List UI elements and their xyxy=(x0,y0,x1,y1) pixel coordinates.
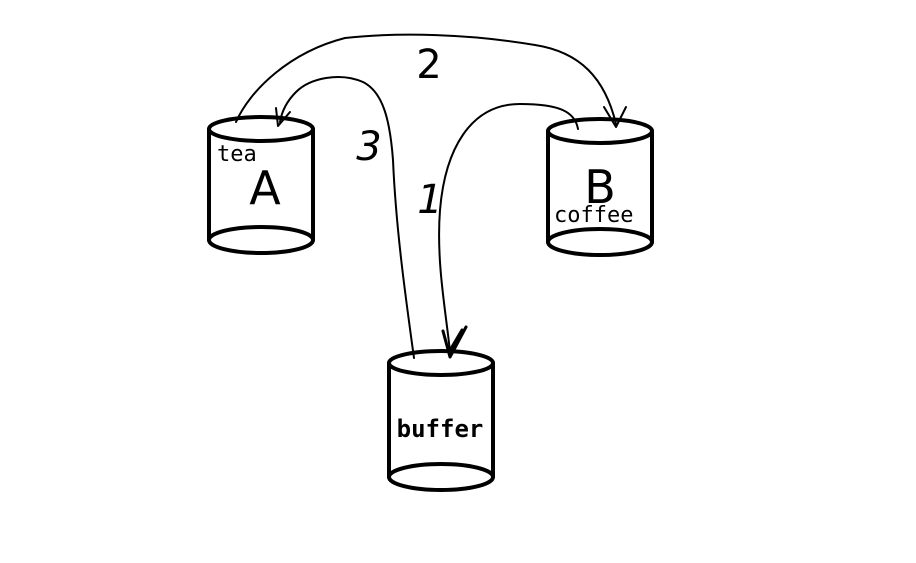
container-buffer-base xyxy=(387,462,495,492)
container-b: B coffee xyxy=(546,117,654,257)
container-a: tea A xyxy=(207,115,315,255)
arrow-step-2-line xyxy=(235,33,617,125)
container-b-base xyxy=(546,227,654,257)
step-label-1: 1 xyxy=(417,177,442,223)
arrow-step-3 xyxy=(275,76,415,359)
arrow-step-1-head xyxy=(441,325,468,359)
container-buffer: buffer xyxy=(387,349,495,492)
arrow-step-1 xyxy=(438,103,579,359)
container-b-content-label: coffee xyxy=(554,203,633,228)
arrow-step-1-line xyxy=(438,103,579,353)
container-buffer-rim xyxy=(387,349,495,377)
arrow-step-2 xyxy=(235,33,627,128)
container-a-letter: A xyxy=(249,161,281,215)
step-label-3: 3 xyxy=(356,124,381,170)
arrow-step-3-line xyxy=(279,76,415,359)
container-a-content-label: tea xyxy=(217,142,257,167)
container-buffer-content-label: buffer xyxy=(397,415,484,443)
container-b-letter: B xyxy=(584,160,616,214)
container-a-rim xyxy=(207,115,315,143)
container-a-base xyxy=(207,225,315,255)
arrow-step-3-head xyxy=(275,107,291,127)
arrow-step-2-head xyxy=(603,106,627,128)
container-b-rim xyxy=(546,117,654,145)
step-label-2: 2 xyxy=(416,42,441,88)
